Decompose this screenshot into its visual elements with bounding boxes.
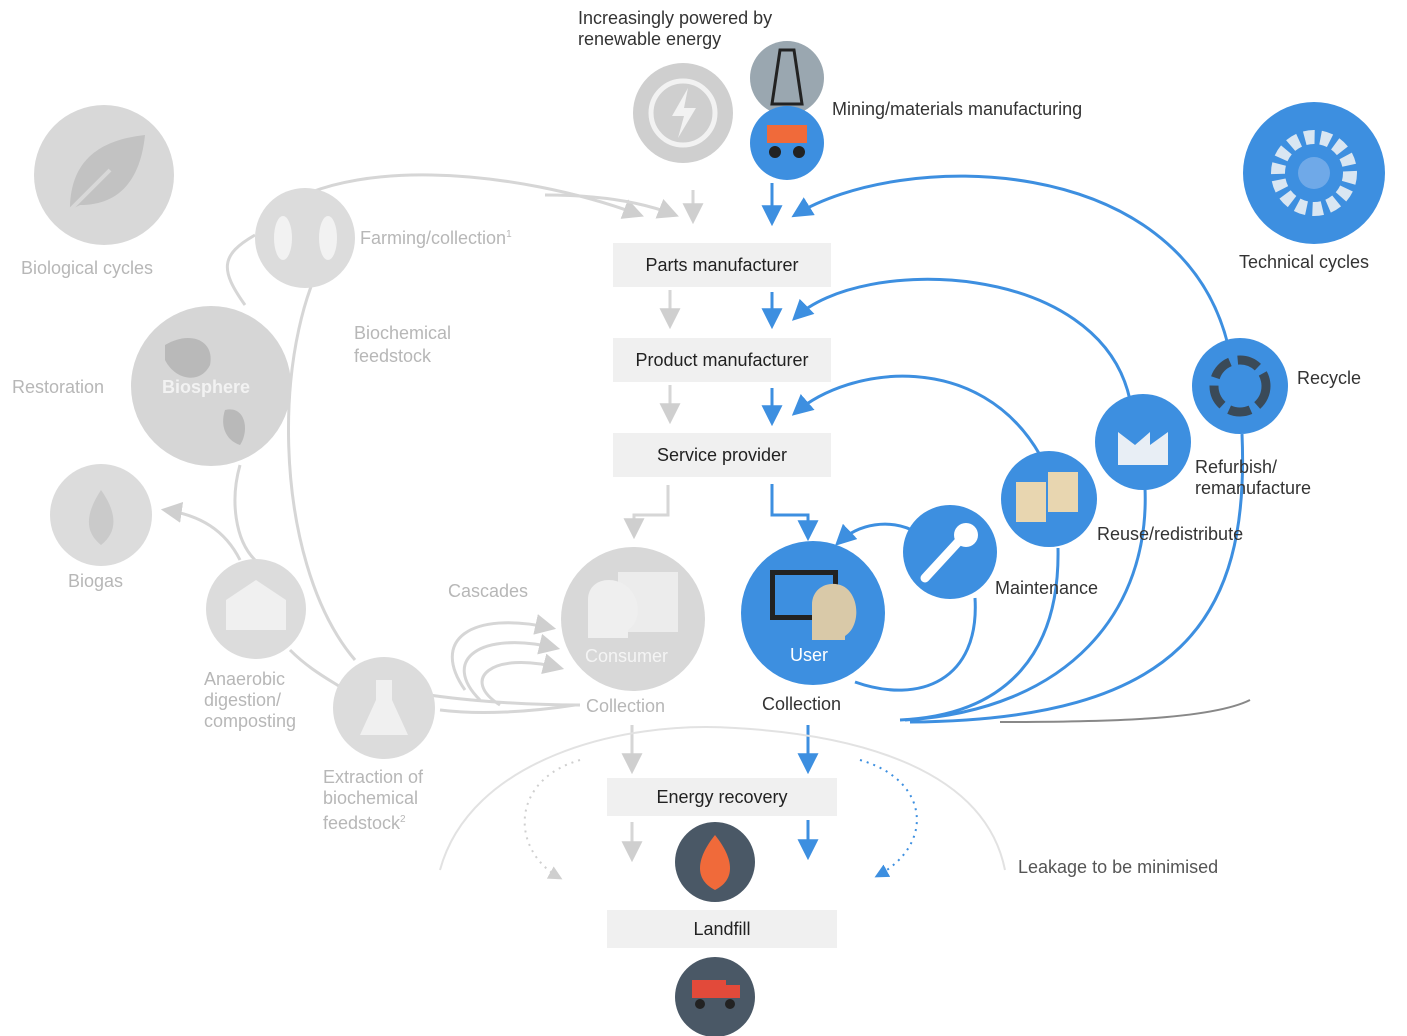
recycle-icon	[1192, 338, 1288, 434]
energy-note: Increasingly powered by renewable energy	[578, 8, 773, 49]
user-icon	[741, 541, 885, 685]
biogas-flame-icon	[50, 464, 152, 566]
stage-landfill: Landfill	[607, 910, 837, 948]
compost-icon	[206, 559, 306, 659]
biochemical-feedstock-label: Biochemical feedstock	[354, 323, 452, 366]
extraction-footnote: 2	[400, 814, 406, 825]
reuse-label: Reuse/redistribute	[1097, 524, 1244, 544]
leakage-arcs	[439, 726, 1006, 880]
mining-label: Mining/materials manufacturing	[832, 99, 1083, 119]
user-label: User	[790, 645, 829, 665]
bio-collection-label: Collection	[586, 696, 666, 716]
tech-collection-label: Collection	[762, 694, 842, 714]
technical-cycles-title: Technical cycles	[1239, 252, 1370, 272]
dump-truck-icon	[675, 957, 755, 1036]
biosphere-label: Biosphere	[162, 377, 251, 397]
mining-truck-icon	[750, 106, 824, 180]
wrench-icon	[903, 505, 997, 599]
stage-parts-manufacturer: Parts manufacturer	[613, 243, 831, 287]
fish-icon	[255, 188, 355, 288]
fire-icon	[675, 822, 755, 902]
flask-icon	[333, 657, 435, 759]
leaf-icon	[34, 105, 174, 245]
farming-footnote: 1	[506, 229, 512, 240]
stage-energy-recovery: Energy recovery	[607, 778, 837, 816]
stage-service-provider: Service provider	[613, 433, 831, 477]
extraction-text: Extraction of biochemical feedstock	[323, 767, 424, 833]
biological-cycles-title: Biological cycles	[21, 258, 154, 278]
renewable-energy-icon	[633, 63, 733, 163]
anaerobic-label: Anaerobic digestion/ composting	[204, 669, 297, 731]
farming-text: Farming/collection	[360, 228, 507, 248]
recycle-label: Recycle	[1297, 368, 1362, 388]
stage-product-manufacturer: Product manufacturer	[613, 338, 831, 382]
technical-flows	[761, 174, 1251, 861]
maintenance-label: Maintenance	[995, 578, 1099, 598]
consumer-label: Consumer	[585, 646, 669, 666]
biogas-label: Biogas	[68, 571, 124, 591]
refurbish-label: Refurbish/ remanufacture	[1195, 457, 1312, 498]
extraction-label: Extraction of biochemical feedstock2	[323, 767, 453, 834]
gear-icon	[1243, 102, 1385, 244]
consumer-icon	[561, 547, 705, 691]
oil-rig-icon	[750, 41, 824, 115]
leakage-label: Leakage to be minimised	[1018, 857, 1219, 877]
biological-flows	[160, 173, 704, 863]
restoration-label: Restoration	[12, 377, 105, 397]
farming-label: Farming/collection1	[360, 224, 512, 249]
boxes-icon	[1001, 451, 1097, 547]
globe-icon	[131, 306, 291, 466]
factory-icon	[1095, 394, 1191, 490]
cascades-label: Cascades	[448, 581, 529, 601]
